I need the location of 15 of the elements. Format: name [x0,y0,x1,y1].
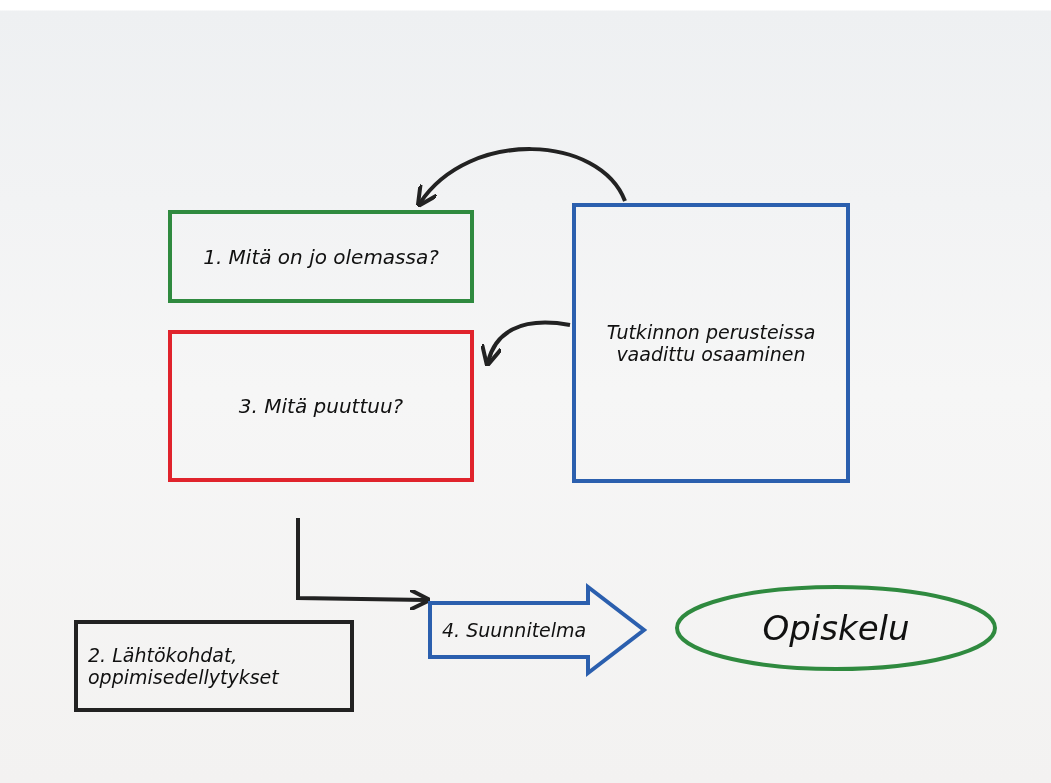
question-box [168,210,474,303]
node-label: 1. Mitä on jo olemassa? [203,244,439,269]
starting-point-box [74,620,354,712]
ellipse-node [675,585,997,671]
node-label: 2. Lähtökohdat, oppimisedellytykset [88,644,281,688]
node-label: 3. Mitä puuttuu? [238,394,404,418]
block-arrow [428,585,646,675]
arrow [415,147,627,209]
node-label: 4. Suunnitelma [442,619,587,641]
node-label: Tutkinnon perusteissa vaadittu osaaminen [605,321,817,365]
arrow [481,320,571,368]
arrow [296,518,432,612]
node-label: Opiskelu [762,608,910,648]
requirement-box [572,203,850,483]
question-box [168,330,474,482]
